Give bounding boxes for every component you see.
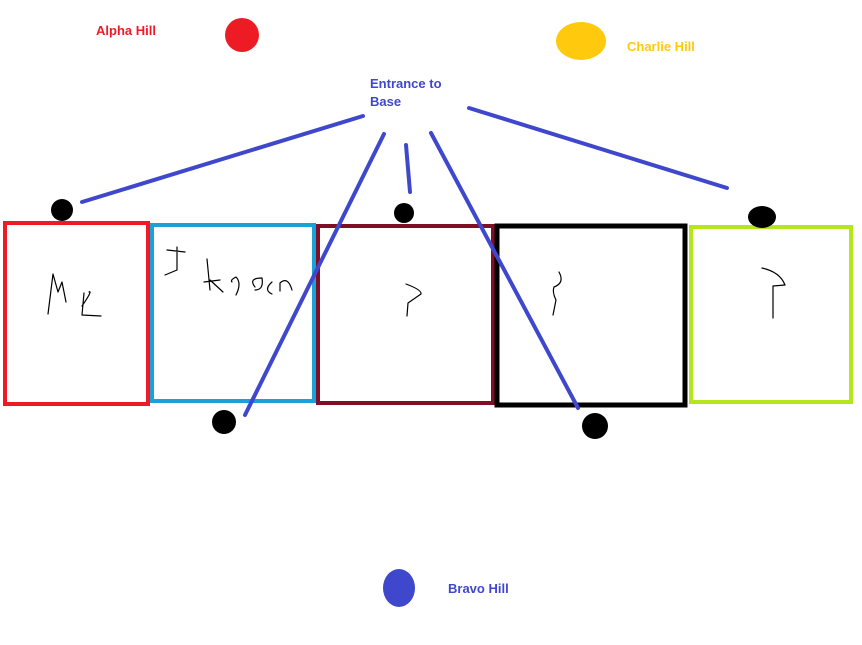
entrance-label-line2: Base bbox=[370, 94, 402, 109]
bravo-hill-marker bbox=[383, 569, 415, 607]
handwriting bbox=[47, 246, 786, 319]
room-me bbox=[3, 221, 150, 406]
room-unknown-2 bbox=[494, 223, 688, 408]
room-unknown-1 bbox=[316, 224, 495, 405]
entrance-paths bbox=[80, 106, 729, 417]
guard-markers bbox=[51, 199, 776, 439]
charlie-hill-label: Charlie Hill bbox=[627, 39, 695, 54]
charlie-hill-marker bbox=[556, 22, 606, 60]
room-unknown-3 bbox=[689, 225, 853, 404]
entrance-label-line1: Entrance to bbox=[370, 76, 442, 91]
alpha-hill-marker bbox=[225, 18, 259, 52]
alpha-hill-label: Alpha Hill bbox=[96, 23, 156, 38]
room-jkaen bbox=[150, 223, 316, 403]
bravo-hill-label: Bravo Hill bbox=[448, 581, 509, 596]
